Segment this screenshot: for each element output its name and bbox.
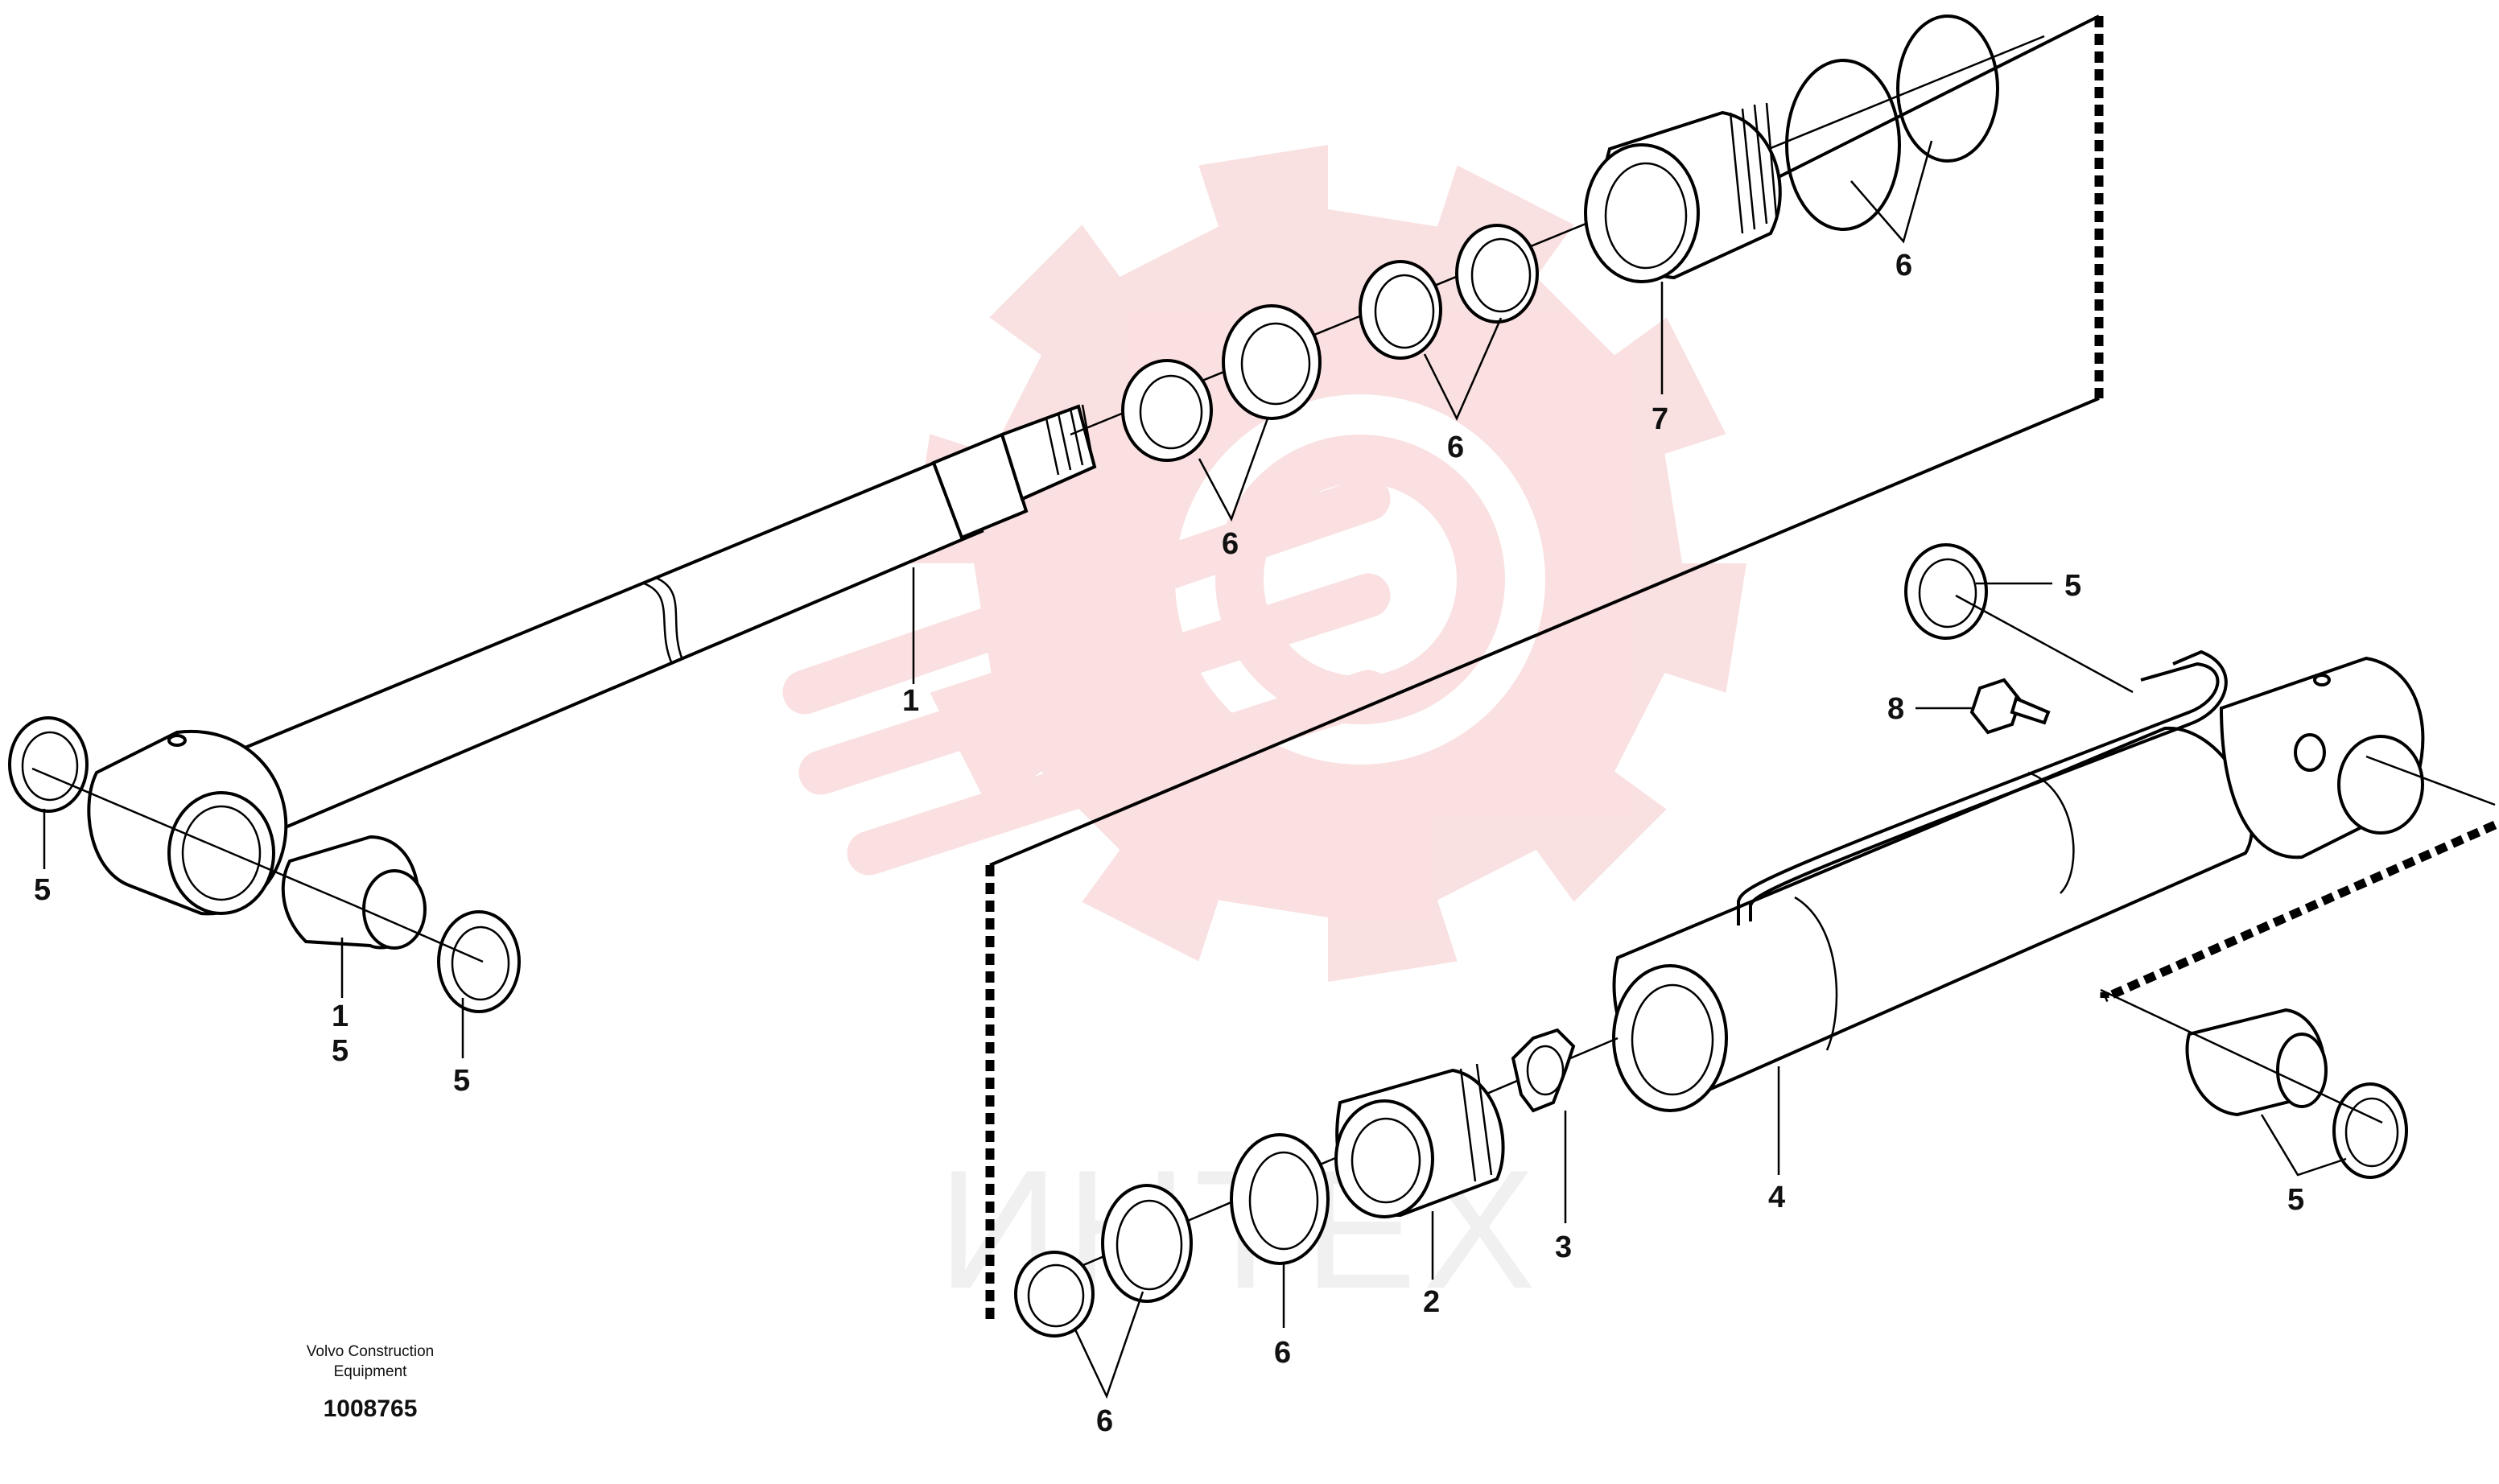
rod-thread [1045,404,1094,476]
rod-neck [1000,404,1097,501]
piston-rod-assembly [8,404,1097,1013]
tube-bush-seal [2332,1082,2408,1179]
tube-eye-bore [2337,735,2424,835]
tube-eye-centerline [2365,755,2496,806]
hydraulic-pipe-outer [1737,662,2220,925]
callout-labels: 1 1 5 5 5 6 6 6 7 2 3 4 5 8 6 6 5 [34,249,2304,1438]
callout-seals-rod-b: 6 [1447,431,1464,464]
grease-nipple [1969,678,2051,735]
callout-tube-eye-seal: 5 [2064,569,2081,603]
o-ring-1 [1785,59,1901,231]
callout-cylinder-tube: 4 [1768,1181,1785,1214]
rod-eye-centerline [31,767,484,963]
rod-bush [281,835,427,950]
piston [1334,1063,1505,1218]
tube-eye-lube-hole [2313,674,2331,686]
seal-ring-2 [1222,304,1322,420]
separator-right-upper [2102,820,2497,1003]
rod-eye-bore-inner [181,805,262,901]
gear-stripe-3 [847,670,1391,876]
gear-watermark-icon [782,145,1746,982]
separator-top-guides [989,14,2100,867]
piston-seal-2 [1014,1251,1095,1338]
callout-rod-eye-seal-left: 5 [34,873,51,907]
o-ring-2 [1896,14,1999,163]
cylinder-tube-assembly [1612,543,2496,1179]
cylinder-head [1584,102,1782,283]
piston-seal-1 [1101,1184,1193,1303]
cylinder-tube-bore [1612,964,1728,1112]
rod-shoulder [931,432,1029,540]
rod-eye-lube-hole [167,734,187,747]
piston-assembly [1014,1028,1619,1338]
rod-eye-seal-right [437,910,521,1013]
figure-number: 1008765 [324,1395,418,1422]
callout-piston: 2 [1423,1285,1440,1319]
publisher-line-1: Volvo Construction [307,1343,434,1360]
separator-lines [985,14,2497,1320]
seal-ring-4 [1455,224,1539,324]
tube-eye-port [2294,733,2326,772]
gear-stripe-2 [798,573,1391,795]
publisher-line-2: Equipment [334,1363,408,1380]
drawing-reference: Volvo Construction Equipment 1008765 [307,1343,434,1422]
callout-rod: 1 [902,684,919,718]
callout-seals-orings: 6 [1895,249,1912,282]
callout-piston-seals: 6 [1096,1404,1113,1438]
callout-grease-nipple: 8 [1887,692,1904,726]
callout-cylinder-head: 7 [1652,402,1668,436]
hydraulic-pipe-inner [1749,649,2228,921]
callout-rod-bush: 1 [332,1000,348,1033]
cylinder-head-assembly [1070,14,2045,462]
seal-ring-3 [1359,260,1442,360]
gear-stripe-1 [782,476,1391,715]
callout-lock-nut: 3 [1555,1230,1572,1264]
tube-eye-seal-centerline [1955,594,2134,694]
callout-piston-ring: 6 [1274,1336,1291,1370]
callout-rod-eye-seal-right: 5 [453,1064,470,1098]
piston-ring [1230,1133,1330,1265]
tube-bush-centerline [2100,988,2383,1124]
leader-lines [43,140,2347,1399]
tube-weld-line [1794,896,1838,1051]
lock-nut [1511,1028,1576,1113]
callout-tube-bush-seals: 5 [2287,1183,2304,1217]
tube-eye-seal [1904,543,1988,640]
callout-rod-bush-seal: 5 [332,1034,348,1068]
rod-break-mark [643,582,674,665]
rod-eye-seal-left [8,716,89,813]
callout-seals-rod-a: 6 [1222,527,1239,561]
cylinder-tube-bore-inner [1631,983,1714,1096]
seal-ring-1 [1121,359,1213,462]
rod-break-mark-2 [655,576,684,661]
rod-eye-bore [167,791,275,915]
